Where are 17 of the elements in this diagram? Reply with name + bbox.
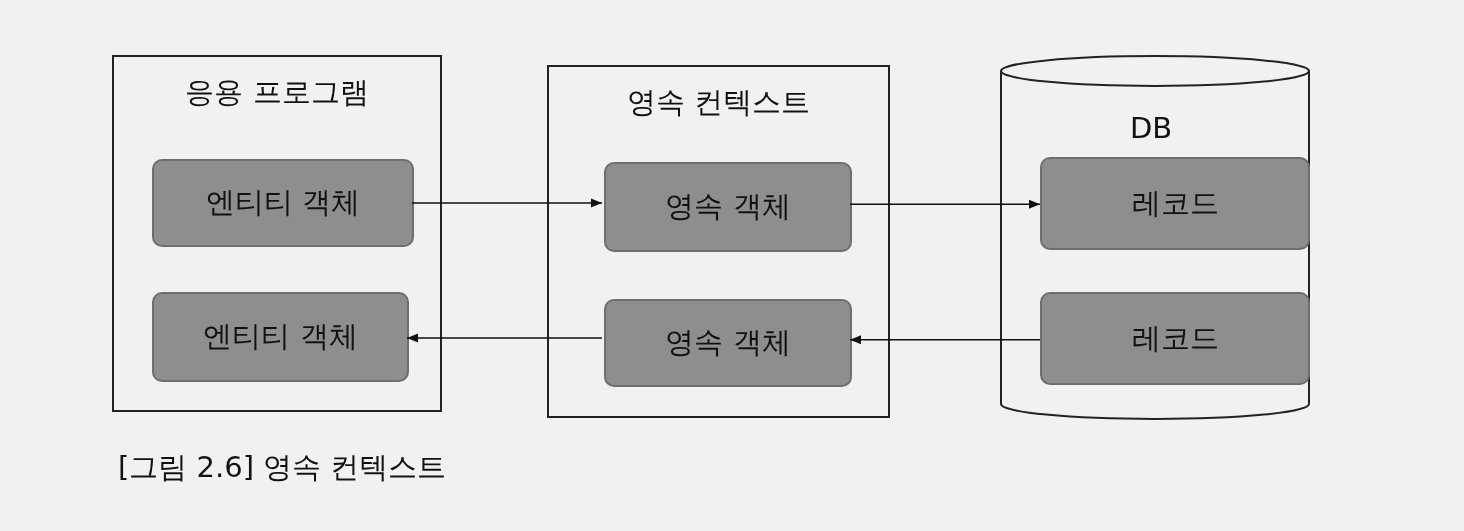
group-box [112, 55, 442, 412]
object-box: 레코드 [1040, 292, 1310, 385]
database-label: DB [1130, 111, 1173, 145]
group-box [547, 65, 890, 418]
object-box: 엔티티 객체 [152, 292, 409, 382]
arrow [406, 333, 603, 343]
group-title: 영속 컨텍스트 [625, 84, 812, 121]
object-box: 영속 객체 [604, 162, 852, 252]
object-box: 영속 객체 [604, 299, 852, 387]
database-cylinder [1000, 55, 1310, 420]
arrow [411, 198, 603, 208]
object-box: 레코드 [1040, 157, 1310, 250]
arrow [849, 335, 1041, 345]
arrow [849, 199, 1041, 209]
figure-caption: [그림 2.6] 영속 컨텍스트 [118, 449, 447, 486]
object-box: 엔티티 객체 [152, 159, 414, 247]
group-title: 응용 프로그램 [184, 74, 370, 111]
